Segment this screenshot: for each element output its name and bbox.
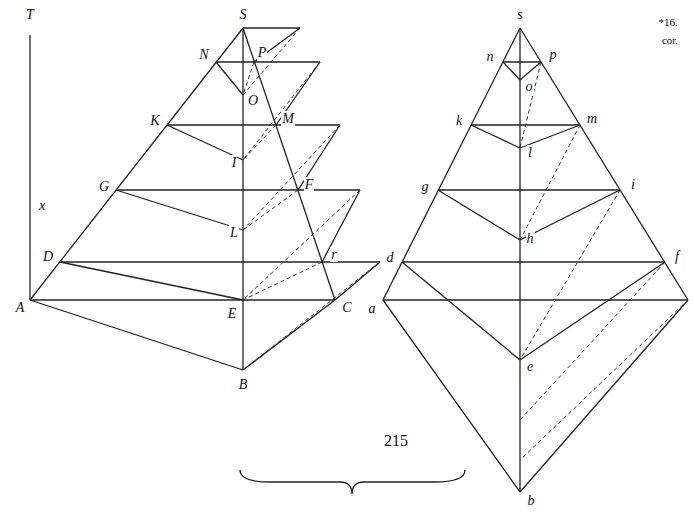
point-label: M [281,111,295,126]
point-label: G [98,179,110,194]
point-label: L [229,225,239,240]
point-label: I [231,155,238,170]
point-label: N [198,47,209,62]
point-label: x [38,198,46,213]
point-label: K [149,113,160,128]
point-label: T [25,7,35,22]
point-label: s [516,7,523,22]
point-label: a [368,301,377,316]
point-label: n [486,49,495,64]
point-label: f [674,249,680,264]
point-label: O [247,93,259,108]
point-label: h [526,231,535,246]
point-label: P [257,45,268,60]
point-label: D [42,249,54,264]
point-label: g [421,179,430,194]
point-label: B [238,377,249,392]
point-label: p [549,47,558,62]
point-label: i [630,177,636,192]
figure-note: 215 [383,432,409,449]
point-label: o [525,79,534,94]
point-label: m [586,111,598,126]
figure-note: *16. [657,16,678,28]
point-label: F [304,177,315,192]
point-label: d [386,250,395,265]
point-label: e [526,359,534,374]
point-label: k [455,113,463,128]
point-label: S [239,7,248,22]
point-label: r [330,247,337,262]
point-label: A [15,300,26,315]
point-label: E [227,306,238,321]
point-label: b [527,493,536,508]
point-label: l [527,145,533,160]
figure-note: cor. [661,34,679,46]
point-label: C [341,300,352,315]
